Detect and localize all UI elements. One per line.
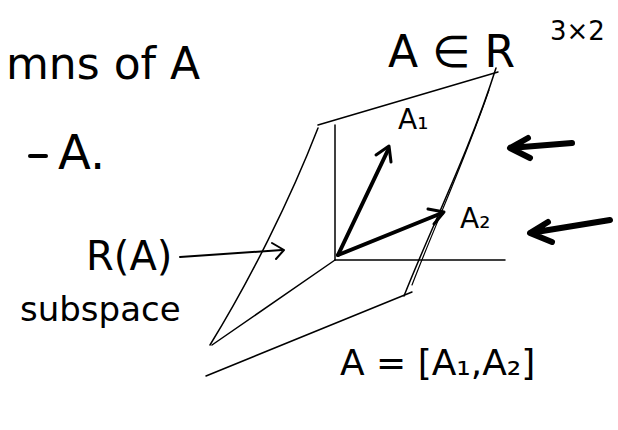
plane-edge	[210, 128, 318, 345]
handwritten-note: subspace	[20, 292, 181, 326]
handwritten-note: mns of A	[6, 42, 200, 86]
vector-a2	[338, 213, 442, 255]
handwritten-note: A.	[58, 128, 105, 176]
plane-edge	[404, 68, 496, 296]
axis	[334, 125, 336, 260]
arrowhead	[272, 243, 284, 259]
pointer-arrow	[510, 138, 572, 158]
matrix-definition: A = [A₁,A₂]	[340, 345, 535, 381]
range-label: R(A)	[86, 236, 172, 276]
vector-label: A₂	[460, 205, 490, 233]
vector-label: A₁	[398, 106, 428, 134]
axis	[212, 260, 335, 345]
arrowhead	[376, 146, 391, 162]
superscript: 3×2	[550, 18, 605, 44]
axis	[335, 259, 505, 261]
arrowhead	[428, 209, 444, 224]
matrix-dimension: A ∈ R	[388, 30, 515, 74]
leader-arrow	[180, 250, 282, 257]
dash-mark	[30, 154, 46, 158]
pointer-arrow	[530, 220, 610, 242]
